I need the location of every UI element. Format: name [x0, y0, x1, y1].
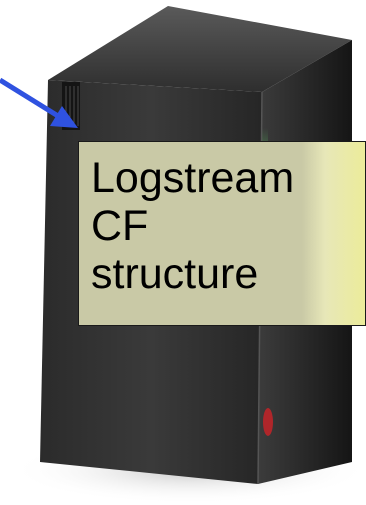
callout-line-3: structure — [91, 250, 259, 298]
callout-line-2: CF — [91, 202, 149, 250]
arrow-right-icon — [0, 77, 78, 128]
callout-line-1: Logstream — [91, 154, 295, 202]
logstream-callout: Logstream CF structure — [78, 141, 366, 326]
power-light — [263, 408, 273, 436]
